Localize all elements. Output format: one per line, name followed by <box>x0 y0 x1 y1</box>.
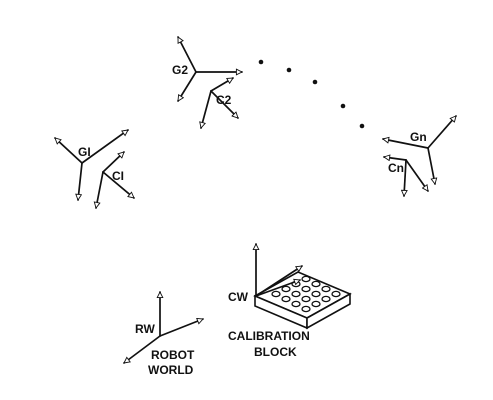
robot-world-label-line2: WORLD <box>148 363 194 377</box>
sequence-dot <box>286 67 292 73</box>
frame-cn-label: Cn <box>388 161 404 175</box>
sequence-dot <box>359 123 365 129</box>
sequence-dot <box>340 103 346 109</box>
frame-c2-axes <box>201 77 239 128</box>
frame-cn-axes <box>384 157 429 196</box>
frame-g1-label: GI <box>78 145 91 159</box>
sequence-dots <box>258 59 365 129</box>
frame-c1-axes <box>96 151 135 208</box>
frame-rw-label: RW <box>135 322 155 336</box>
sequence-dot <box>258 59 264 65</box>
calibration-block-label-line2: BLOCK <box>254 345 297 359</box>
frame-cw-label: CW <box>228 290 249 304</box>
sequence-dot <box>312 79 318 85</box>
frame-gn-axes <box>383 115 457 184</box>
frame-g2-axes <box>177 37 243 101</box>
calibration-block <box>253 271 352 330</box>
frame-g2-label: G2 <box>172 63 188 77</box>
calibration-block-side-face <box>306 292 351 330</box>
robot-world-label-line1: ROBOT <box>151 348 195 362</box>
frame-g1-axes <box>54 129 129 200</box>
frame-gn-label: Gn <box>410 130 427 144</box>
frame-cw-axes <box>256 243 302 297</box>
calibration-dot-grid <box>271 275 341 313</box>
frame-c2-label: C2 <box>216 93 232 107</box>
frame-rw-axes <box>123 291 203 364</box>
calibration-block-label-line1: CALIBRATION <box>228 329 310 343</box>
frame-c1-label: CI <box>112 169 124 183</box>
